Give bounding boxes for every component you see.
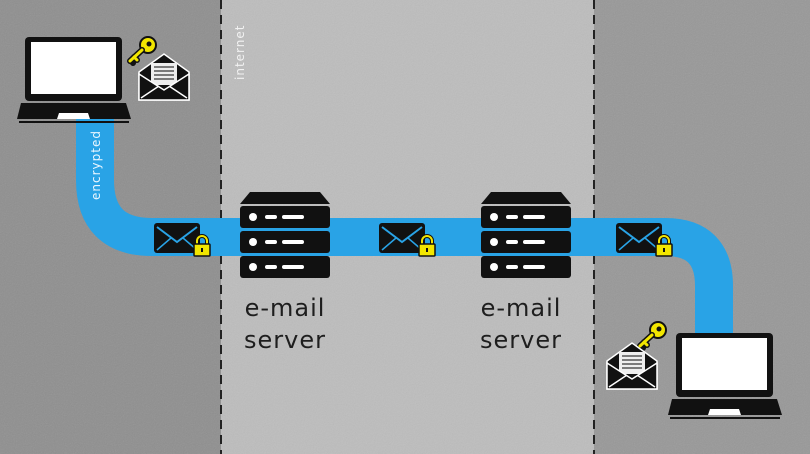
server-label: e-mail xyxy=(245,294,326,322)
server-label: server xyxy=(480,326,562,354)
server-label: e-mail xyxy=(481,294,562,322)
laptop-icon xyxy=(668,333,782,419)
laptop-icon xyxy=(17,37,131,123)
internet-label: internet xyxy=(233,25,247,80)
encrypted-label: encrypted xyxy=(89,130,103,200)
encrypted-path xyxy=(76,118,733,340)
server-label: server xyxy=(244,326,326,354)
